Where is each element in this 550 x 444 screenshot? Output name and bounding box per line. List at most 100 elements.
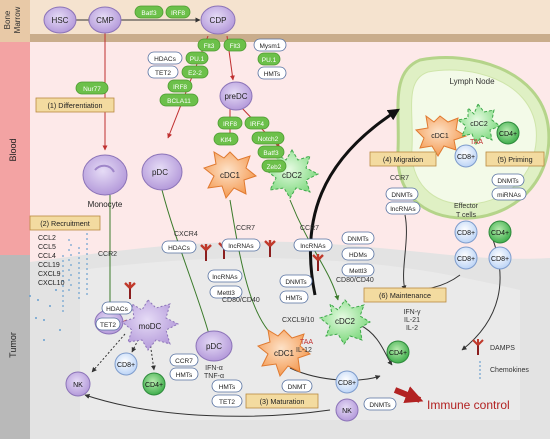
cmp-cell: CMP — [88, 6, 122, 34]
factor-dnmts-label: DNMTs — [497, 178, 519, 185]
factor-mirnas-label: miRNAs — [497, 192, 522, 199]
chemokine-dot — [68, 239, 70, 241]
factor-tet2-box: TET2 — [147, 65, 179, 79]
factor-pu1-label: PU.1 — [262, 57, 277, 64]
bone-marrow-label-2: Marrow — [13, 6, 22, 33]
chemokine-dot — [70, 274, 72, 276]
factor-hdms-box: HDMs — [341, 247, 375, 261]
monocyte-label: Monocyte — [88, 200, 123, 209]
factor-dnmt-box: DNMT — [281, 379, 313, 393]
il12-label: IL-12 — [296, 347, 312, 354]
ccr7-label-2: CCR7 — [300, 225, 319, 232]
ifn-il-label-1: IFN-γ — [403, 309, 421, 316]
factor-ccr7-label: CCR7 — [175, 358, 193, 365]
factor-dnmts-box: DNMTs — [279, 274, 313, 288]
factor-hmts-label: HMTs — [219, 384, 236, 391]
effector-cd8-1: CD8+ — [454, 220, 478, 244]
blood-label: Blood — [8, 138, 18, 161]
factor-batf3-label: Batf3 — [141, 10, 157, 17]
factor-mettl3-label: Mettl3 — [217, 290, 235, 297]
factor-hdacs-label: HDACs — [168, 245, 190, 252]
tumor-cd4-modc-label: CD4+ — [145, 382, 163, 389]
factor-hdacs-box: HDACs — [101, 301, 133, 315]
factor-zeb2-label: Zeb2 — [267, 164, 282, 171]
ifn-label-1: IFN-α — [205, 365, 223, 372]
cd80-cd40-label-left: CD80/CD40 — [222, 297, 260, 304]
tumor-taa-label: TAA — [300, 339, 313, 346]
factor-tet2-box: TET2 — [95, 317, 121, 331]
chemokine-dot — [86, 243, 88, 245]
chemokine-dot — [78, 247, 80, 249]
chemokine-dot — [78, 272, 80, 274]
chemokine-legend-dot — [479, 361, 481, 363]
modc-cell: moDC — [120, 299, 180, 351]
chemokine-dot — [68, 289, 70, 291]
factor-tet2-box: TET2 — [211, 394, 243, 408]
arrow-modc-cd8 — [131, 335, 141, 353]
factor-irf8-box: IRF8 — [167, 79, 193, 93]
ccr7-label-1: CCR7 — [236, 225, 255, 232]
chemokine-legend-dot — [479, 377, 481, 379]
factor-mysm1-box: Mysm1 — [253, 38, 287, 52]
effector-cd4: CD4+ — [488, 220, 512, 244]
chemokine-dot — [78, 257, 80, 259]
step-recruitment-label: (2) Recruitment — [40, 219, 90, 228]
arrow-cdc2-cd8 — [359, 324, 393, 366]
chemokine-dot — [86, 278, 88, 280]
damps-legend-icon — [472, 339, 484, 355]
cdc1-cell: cDC1 — [202, 151, 258, 200]
factor-bcla11-box: BCLA11 — [159, 93, 199, 107]
factor-lncrnas-box: lncRNAs — [293, 238, 333, 252]
bone-marrow-label-1: Bone — [3, 10, 12, 29]
arrow-immune-control — [393, 386, 424, 404]
chemokine-dot — [62, 290, 64, 292]
effector-cd8-1-label: CD8+ — [457, 230, 475, 237]
factor-mettl3-box: Mettl3 — [341, 263, 375, 277]
factor-irf4-box: IRF4 — [244, 116, 270, 130]
chemokine-dot — [86, 233, 88, 235]
factor-irf8-label: IRF8 — [223, 121, 237, 128]
predc-label: preDC — [224, 92, 247, 101]
chemokine-dot — [62, 265, 64, 267]
factor-e22-label: E2-2 — [188, 70, 202, 77]
chemokine-dot — [68, 279, 70, 281]
ln-cdc2-label: cDC2 — [470, 121, 488, 128]
cmp-label: CMP — [96, 16, 114, 25]
pdc-cell: pDC — [141, 153, 183, 191]
factor-lncrnas-label: lncRNAs — [212, 274, 238, 281]
chemokine-dot — [62, 295, 64, 297]
ln-cd4-cell: CD4+ — [496, 121, 520, 145]
chemokines-legend-label: Chemokines — [490, 367, 529, 374]
factor-mirnas-box: miRNAs — [491, 187, 527, 201]
factor-dnmts-label: DNMTs — [285, 279, 307, 286]
chemokine-dot — [55, 289, 57, 291]
factor-batf3-label: Batf3 — [263, 150, 279, 157]
cdc2-label: cDC2 — [282, 171, 303, 180]
tumor-pdc: pDC — [195, 330, 233, 362]
bone-marrow-side-band — [0, 0, 30, 42]
cells-layer: HSC CMP CDP preDC Monocyte pDC cDC1 — [43, 5, 520, 422]
factor-dnmts-box: DNMTs — [363, 397, 397, 411]
chemokine-dot — [62, 270, 64, 272]
tumor-cd8-right: CD8+ — [335, 370, 359, 394]
legend: DAMPS Chemokines — [472, 339, 529, 379]
chemokine-ccl4: CCL4 — [38, 253, 56, 260]
chemokine-dot — [78, 292, 80, 294]
effector-cd8-3-label: CD8+ — [491, 256, 509, 263]
chemokine-dot — [70, 254, 72, 256]
factor-dnmt-label: DNMT — [288, 384, 307, 391]
factor-pu1-box: PU.1 — [185, 51, 209, 65]
chemokine-dots — [29, 233, 88, 341]
chemokine-dot — [43, 319, 45, 321]
ifn-il-label-2: IL-21 — [404, 317, 420, 324]
tumor-nk-left-label: NK — [73, 382, 83, 389]
factor-hdacs-box: HDACs — [147, 51, 183, 65]
chemokine-dot — [86, 283, 88, 285]
factor-dnmts-box: DNMTs — [341, 231, 375, 245]
chemokine-legend-dot — [479, 373, 481, 375]
pdc-label: pDC — [152, 168, 168, 177]
factor-mysm1-label: Mysm1 — [260, 43, 281, 50]
factor-hmts-box: HMTs — [279, 290, 309, 304]
factor-irf4-label: IRF4 — [250, 121, 264, 128]
